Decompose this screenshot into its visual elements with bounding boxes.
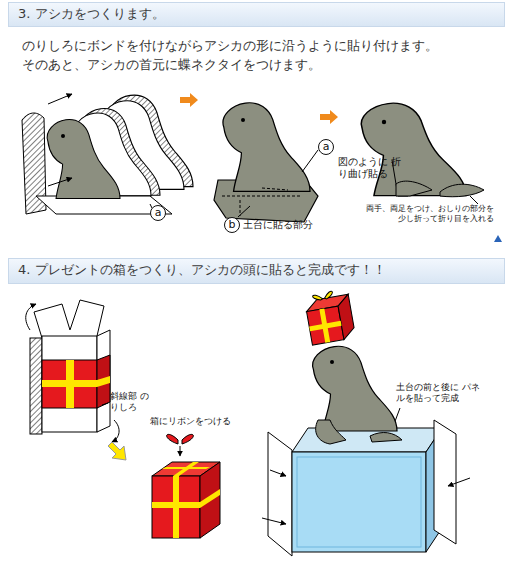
sea-lion-body bbox=[223, 103, 310, 192]
note-text: 土台の前と後に パネルを貼って完成 bbox=[396, 382, 482, 405]
note-text: 箱にリボンをつける bbox=[150, 416, 250, 427]
leader-line bbox=[302, 150, 318, 172]
attach-arrow bbox=[262, 518, 286, 524]
instruction-text: のりしろにボンドを付けながらアシカの形に沿うように貼り付けます。 bbox=[22, 38, 492, 54]
box-front bbox=[152, 476, 200, 538]
box-front bbox=[307, 306, 344, 345]
assembly-arrow bbox=[48, 94, 72, 104]
rear-flipper bbox=[440, 184, 484, 197]
bow-loop bbox=[182, 434, 193, 444]
note-text: 斜線部 のりしろ bbox=[110, 391, 152, 414]
note-text: 図のように 折り曲げ貼る bbox=[338, 156, 402, 180]
box-net bbox=[26, 300, 119, 442]
fold-line bbox=[222, 188, 300, 216]
yellow-ribbon bbox=[200, 489, 220, 508]
front-flipper bbox=[316, 420, 346, 444]
eye bbox=[61, 134, 65, 138]
glue-flap bbox=[30, 338, 42, 434]
attach-arrow bbox=[448, 478, 470, 486]
top-flap bbox=[70, 300, 104, 336]
attach-arrow bbox=[180, 446, 181, 456]
leader-line bbox=[470, 196, 478, 204]
leader-line bbox=[102, 403, 108, 405]
bow bbox=[312, 291, 333, 301]
step-arrow bbox=[108, 442, 126, 460]
yellow-ribbon bbox=[162, 467, 210, 469]
note-text: 両手、両足をつけ、おしりの部分を 少し折って折り目を入れる bbox=[356, 204, 494, 224]
back-panel bbox=[434, 420, 456, 544]
callout-letter-text: a bbox=[151, 206, 165, 220]
front-panel bbox=[268, 432, 292, 556]
front-flipper bbox=[396, 181, 432, 196]
box-face bbox=[42, 336, 97, 432]
callout-letter: b bbox=[224, 217, 240, 233]
pedestal-front bbox=[292, 452, 426, 552]
sea-lion-body bbox=[313, 346, 397, 431]
eye bbox=[241, 118, 245, 122]
gift-on-head bbox=[304, 288, 356, 345]
step-arrow bbox=[320, 110, 338, 124]
section-header: 4. プレゼントの箱をつくり、アシカの頭に貼ると完成です！！ bbox=[8, 258, 505, 284]
header-text: 3. アシカをつくります。 bbox=[18, 3, 504, 25]
box-side bbox=[97, 330, 110, 432]
fold-arrow bbox=[26, 304, 36, 330]
callout-letter: a bbox=[318, 139, 334, 155]
box-side bbox=[336, 294, 355, 339]
yellow-ribbon bbox=[97, 376, 110, 387]
sea-lion-piece bbox=[47, 120, 120, 199]
header-text: 4. プレゼントの箱をつくり、アシカの頭に貼ると完成です！！ bbox=[18, 259, 504, 281]
fold-arrow bbox=[112, 420, 119, 442]
callout-letter: a bbox=[150, 205, 166, 221]
leader-line bbox=[238, 206, 250, 217]
yellow-ribbon bbox=[309, 321, 341, 331]
rear-flipper bbox=[370, 433, 402, 442]
assembly-arrow bbox=[48, 178, 72, 186]
callout-letter-text: b bbox=[225, 218, 239, 232]
bow-loop bbox=[167, 434, 178, 444]
yellow-ribbon bbox=[152, 502, 200, 508]
finished-sea-lion bbox=[361, 103, 484, 204]
red-wrap bbox=[42, 360, 97, 408]
page-top-mark bbox=[494, 235, 502, 242]
assembled-sea-lion bbox=[214, 103, 318, 222]
instruction-text: そのあと、アシカの首元に蝶ネクタイをつけます。 bbox=[22, 57, 492, 73]
finished-piece bbox=[262, 288, 470, 556]
callout-letter-text: a bbox=[319, 140, 333, 154]
yellow-ribbon bbox=[66, 360, 74, 408]
gift-box bbox=[152, 434, 220, 538]
eye bbox=[330, 360, 334, 364]
note-text: 土台に貼る部分 bbox=[243, 219, 333, 231]
sea-lion-body bbox=[361, 103, 466, 195]
section-header: 3. アシカをつくります。 bbox=[8, 2, 505, 27]
pedestal-inner bbox=[297, 457, 421, 547]
eye bbox=[382, 120, 386, 124]
attach-arrow bbox=[270, 470, 286, 476]
box-side bbox=[200, 462, 220, 538]
red-wrap-side bbox=[97, 355, 110, 408]
top-flap bbox=[34, 304, 70, 338]
step-arrow bbox=[180, 93, 198, 107]
exploded-parts bbox=[22, 94, 193, 214]
